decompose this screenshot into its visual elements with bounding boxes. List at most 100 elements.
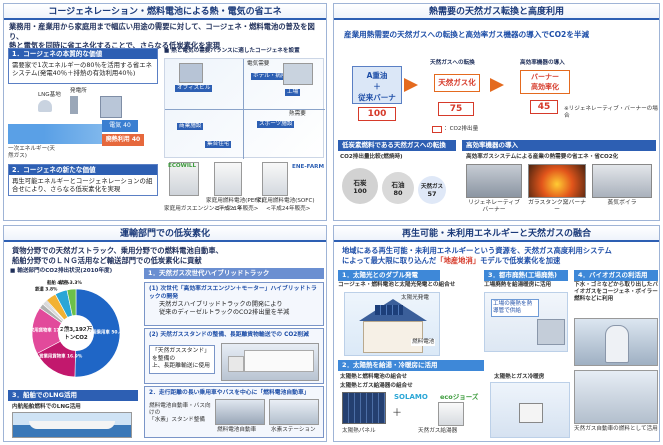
- section-hybrid-truck: 1．天然ガス次世代ハイブリッドトラック: [144, 268, 324, 279]
- lead-line-1: 貨物分野での天然ガストラック、乗用分野での燃料電池自動車、: [12, 246, 223, 255]
- co2-legend: ：CO2排出量: [444, 126, 479, 132]
- panel-title: 運輸部門での低炭素化: [4, 226, 326, 242]
- biogas-tank: [605, 325, 629, 363]
- solar-label: 太陽光発電: [401, 295, 429, 301]
- section-high-efficiency-sub: 高効率ガスシステムによる産業の熱需要の省エネ・省CO2化: [466, 154, 619, 160]
- boiler-caption: 蒸気ボイラ: [607, 200, 637, 206]
- truck-cab: [228, 356, 244, 372]
- building-office: オフィスビル: [175, 85, 213, 92]
- building-sports: スポーツ施設: [257, 121, 295, 128]
- ship-photo: [12, 412, 132, 438]
- biogas-caption: 天然ガス自動車の燃料として活用: [574, 426, 658, 432]
- pie-hole: [58, 315, 94, 351]
- gas-name: 天然ガス: [420, 184, 443, 190]
- ship-note: 内航船舶燃料でのLNG活用: [12, 404, 81, 410]
- house-illustration: 太陽光発電 燃料電池: [344, 292, 440, 356]
- energy-flow-diagram: LNG基地 発電所 一次エネルギー(天然ガス) 電気 40 廃熱利用 40: [8, 88, 158, 162]
- ngv-car-photo: [574, 370, 658, 424]
- section-solar-thermal: 2．太陽熱を給湯・冷暖房に活用: [338, 360, 484, 371]
- fuel-cell-box: 2．走行距離の長い乗用車やバスを中心に「燃料電池自動車」 燃料電池自動車・バス向…: [144, 386, 324, 438]
- axis-bottom-label: 熱需要: [289, 111, 306, 117]
- regen-note: ※リジェネレーティブ・バーナーの場合: [564, 106, 658, 119]
- before-fuel: A重油: [366, 71, 388, 80]
- oil-value: 80: [393, 189, 403, 197]
- gas-circle: 天然ガス 57: [418, 176, 446, 204]
- before-burner: 従来バーナ: [358, 93, 396, 102]
- burner-box: バーナー 高効率化: [520, 70, 570, 94]
- panel-transport: 運輸部門での低炭素化 貨物分野での天然ガストラック、乗用分野での燃料電池自動車、…: [3, 225, 327, 442]
- axis-top-label: 電気需要: [247, 61, 270, 67]
- cooling-diagram: [490, 382, 570, 438]
- arrow-1: [404, 78, 418, 92]
- panel-renewable: 再生可能・未利用エネルギーと天然ガスの融合 地域にある再生可能・未利用エネルギー…: [333, 225, 660, 442]
- truck-photo: [221, 343, 319, 381]
- regen-burner-caption: リジェネレーティブバーナー: [468, 200, 520, 213]
- burner-line-1: バーナー: [531, 73, 559, 81]
- hybrid-dev-text-1: 天然ガスハイブリッドトラックの開発により: [159, 301, 283, 308]
- co2-after-efficiency: 45: [530, 100, 558, 114]
- gas-station-text: 「天然ガススタンド」を整備の 上、長距離輸送に使用: [149, 345, 215, 374]
- fc-station-caption: 燃料電池自動車・バス向けの 「水素」スタンド整備: [149, 403, 211, 424]
- cap-pefc: 家庭用燃料電池(PEFC): [206, 198, 264, 204]
- heat-output: 廃熱利用 40: [102, 134, 144, 146]
- gas-station-title: (2) 天然ガススタンドの整備、長距離貨物輸送での CO2削減: [149, 332, 309, 338]
- panel-heat-demand: 熱需要の天然ガス転換と高度利用 産業用熱需要の天然ガスへの転換と高効率ガス機器の…: [333, 3, 660, 221]
- section-low-carbon: 低炭素燃料である天然ガスへの転換: [338, 140, 456, 151]
- coal-circle: 石炭 100: [342, 168, 378, 204]
- panel-title: 再生可能・未利用エネルギーと天然ガスの融合: [334, 226, 659, 242]
- lead-line-2b: 「地産地消」: [436, 255, 481, 265]
- lead-text: 地域にある再生可能・未利用エネルギーという資源を、天然ガス高度利用システム によ…: [342, 246, 658, 265]
- conversion-label: 天然ガスへの転換: [430, 60, 475, 66]
- pie-labels: 自家用乗用車 50.4%営業用貨物車 16.9%自家用貨物車 17.3%鉄道 3…: [25, 279, 127, 360]
- biogas-plant-photo: [574, 318, 658, 366]
- section-biogas-text: 下水・ゴミなどから取り出したバイオガスをコージェネ・ボイラー燃料などに利用: [574, 282, 658, 302]
- co2-after-conversion: 75: [438, 102, 474, 116]
- gas-station-line-1: 「天然ガススタンド」を整備の: [152, 348, 210, 362]
- fc-car-label: 燃料電池自動車: [217, 427, 257, 433]
- gas-heater-label: 天然ガス給湯器: [418, 428, 458, 434]
- lng-label: LNG基地: [38, 92, 61, 98]
- h2-station-label: 水素ステーション: [271, 427, 316, 433]
- section-low-carbon-sub: CO2排出量比較(燃焼時): [340, 154, 403, 160]
- factory-caption: 工場の廃熱を熱導管で供給: [491, 299, 539, 317]
- gas-station-line-2: 上、長距離輸送に使用: [152, 363, 210, 369]
- truck-body: [244, 350, 314, 372]
- glass-tank-photo: [528, 164, 586, 198]
- building-apartment: 集合住宅: [205, 141, 232, 148]
- factory-building: [537, 319, 565, 345]
- lead-line-2c: モデルで低炭素化を加速: [480, 255, 561, 265]
- solar-panel-icon: [375, 305, 403, 315]
- oil-circle: 石油 80: [382, 172, 414, 204]
- lead-line-2a: によって最大限に取り込んだ: [342, 255, 437, 265]
- axis-horizontal: [165, 109, 325, 110]
- pie-slice: [74, 288, 121, 378]
- value-box-1-text: 需要家で1次エネルギーの80％を活用する省エネシステム(発電40％＋排熱の有効利…: [12, 61, 153, 77]
- fuel-cell-title: 2．走行距離の長い乗用車やバスを中心に「燃料電池自動車」: [149, 390, 310, 396]
- cooling-unit: [519, 403, 543, 423]
- lead-line-2: 熱と電気を同時に省エネ化することで、さらなる低炭素化を実現: [9, 41, 221, 50]
- hybrid-dev-text-2: 従来のディーゼルトラックのCO2排出量を半減: [159, 309, 290, 316]
- factory-illustration: 工場の廃熱を熱導管で供給: [484, 292, 568, 352]
- lead-text: 産業用熱需要の天然ガスへの転換と高効率ガス機器の導入でCO2を半減: [344, 30, 590, 39]
- solar-thermal-text-2: 太陽熱とガス給湯器の組合せ: [340, 383, 413, 389]
- heat-panel-label: 太陽熱パネル: [342, 428, 376, 434]
- heat-panel-photo: [342, 392, 386, 424]
- pefc-photo: [214, 162, 242, 196]
- cap-sofc: 家庭用燃料電池(SOFC): [256, 198, 315, 204]
- lead-text: 貨物分野での天然ガストラック、乗用分野での燃料電池自動車、 船舶分野でのＬＮＧ活…: [12, 246, 326, 265]
- primary-energy-label: 一次エネルギー(天然ガス): [8, 146, 55, 159]
- glass-tank-caption: ガラスタンク窯バーナー: [528, 200, 586, 213]
- building-hotel: ホテル・病院: [251, 73, 289, 80]
- enefarm-label: ENE-FARM: [292, 164, 325, 170]
- arrow-2: [490, 78, 504, 92]
- plant-label: 発電所: [70, 88, 87, 94]
- cap-ecowill-year: <平成21年販売>: [214, 206, 259, 212]
- pie-label: 航空 3.3%: [59, 279, 82, 286]
- pie-label: 営業用貨物車 16.9%: [39, 353, 83, 360]
- ecowill-label: ECOWILL: [168, 163, 197, 169]
- office-photo: [179, 63, 203, 83]
- lead-text: 業務用・産業用から家庭用まで幅広い用途の需要に対して、コージェネ・燃料電池の普及…: [9, 22, 325, 51]
- lead-line-1: 地域にある再生可能・未利用エネルギーという資源を、天然ガス高度利用システム: [342, 246, 612, 255]
- pie-label: 自家用乗用車 50.4%: [83, 328, 127, 335]
- pie-label: 船舶 4.5%: [47, 279, 70, 286]
